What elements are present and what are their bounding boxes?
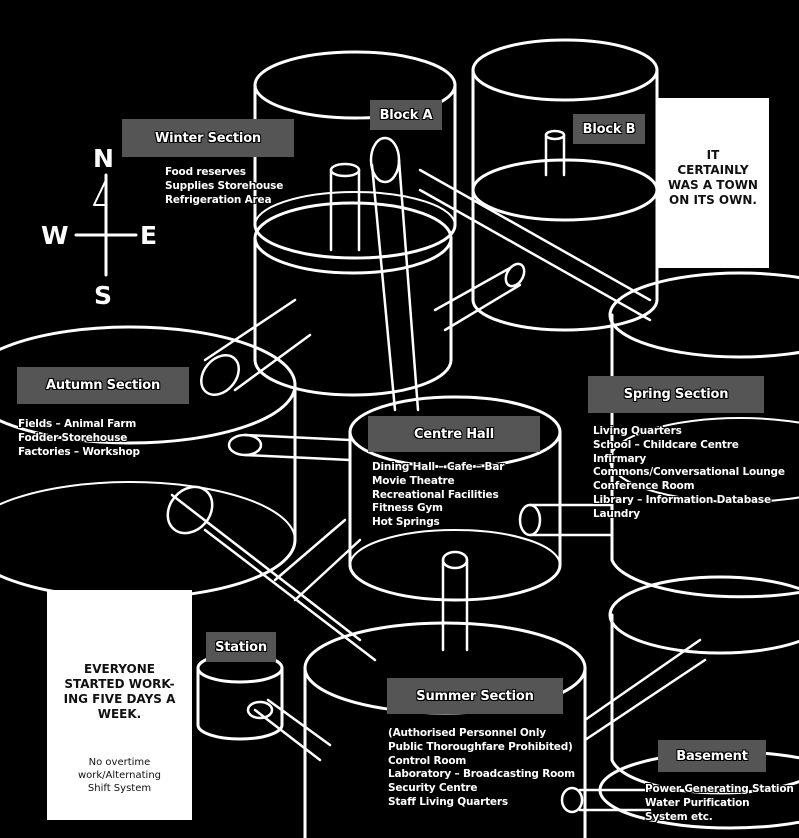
list-item: Public Thoroughfare Prohibited)	[388, 740, 573, 753]
list-item: Living Quarters	[593, 425, 682, 437]
list-item: Staff Living Quarters	[388, 795, 508, 808]
station-cylinder	[196, 652, 284, 741]
block-b-label: Block B	[573, 114, 645, 144]
list-item: Fodder Storehouse	[18, 431, 128, 444]
list-item: Hot Springs	[372, 516, 440, 529]
connecting-tubes	[166, 129, 707, 814]
caption-line: It	[706, 148, 720, 162]
compass-east: E	[140, 221, 158, 250]
caption-subline: No overtime	[88, 757, 151, 768]
caption-line: certainly	[677, 163, 749, 177]
caption-line: week.	[97, 707, 142, 721]
caption-note-bottom: Everyone started work- ing five days a w…	[47, 590, 192, 820]
compass-west: W	[41, 221, 69, 250]
list-item: Supplies Storehouse	[165, 179, 284, 192]
spring-section-label: Spring Section	[588, 376, 764, 413]
winter-section-label: Winter Section	[122, 119, 294, 157]
winter-cylinder	[253, 201, 453, 397]
caption-subline: Shift System	[87, 783, 152, 794]
centre-hall-list: Dining Hall – Cafe – Bar Movie Theatre R…	[372, 461, 504, 530]
list-item: Fitness Gym	[372, 502, 443, 515]
compass-south: S	[94, 281, 113, 310]
caption-line: on its own.	[669, 193, 757, 207]
list-item: Control Room	[388, 754, 467, 767]
autumn-section-list: Fields – Animal Farm Fodder Storehouse F…	[18, 418, 140, 459]
block-a-label: Block A	[370, 100, 442, 130]
caption-subline: work/Alternating	[77, 770, 162, 781]
list-item: Dining Hall – Cafe – Bar	[372, 461, 505, 473]
autumn-section-label: Autumn Section	[17, 367, 189, 404]
compass-rose	[74, 173, 138, 277]
list-item: Conference Room	[593, 480, 695, 493]
summer-section-list: (Authorised Personnel Only Public Thorou…	[388, 727, 575, 810]
list-item: Library – Information Database	[593, 493, 771, 506]
caption-line: was a town	[668, 178, 758, 192]
compass-north: N	[93, 144, 114, 173]
station-label: Station	[206, 632, 276, 662]
list-item: Movie Theatre	[372, 474, 455, 487]
spring-section-list: Living Quarters School – Childcare Centr…	[593, 425, 785, 522]
list-item: Food reserves	[165, 166, 246, 178]
winter-section-list: Food reserves Supplies Storehouse Refrig…	[165, 166, 283, 207]
caption-line: ing five days a	[63, 692, 176, 706]
list-item: Laundry	[593, 507, 640, 520]
summer-section-label: Summer Section	[387, 678, 563, 714]
caption-note-top: It certainly was a town on its own.	[657, 98, 769, 268]
basement-list: Power Generating Station Water Purificat…	[645, 783, 794, 824]
list-item: School – Childcare Centre	[593, 438, 739, 451]
list-item: Commons/Conversational Lounge	[593, 466, 785, 479]
basement-label: Basement	[658, 740, 766, 772]
centre-hall-label: Centre Hall	[368, 416, 540, 452]
list-item: Laboratory – Broadcasting Room	[388, 768, 575, 781]
spring-cylinder	[608, 271, 799, 795]
list-item: Fields – Animal Farm	[18, 418, 137, 430]
caption-line: Everyone	[84, 662, 155, 676]
list-item: (Authorised Personnel Only	[388, 727, 546, 739]
list-item: Factories – Workshop	[18, 445, 140, 458]
list-item: Recreational Facilities	[372, 488, 499, 501]
list-item: Power Generating Station	[645, 783, 794, 795]
list-item: Security Centre	[388, 782, 478, 795]
list-item: System etc.	[645, 810, 713, 823]
caption-line: started work-	[64, 677, 175, 691]
list-item: Refrigeration Area	[165, 193, 272, 206]
block-b-cylinder	[471, 38, 659, 332]
list-item: Infirmary	[593, 452, 646, 465]
list-item: Water Purification	[645, 796, 750, 809]
